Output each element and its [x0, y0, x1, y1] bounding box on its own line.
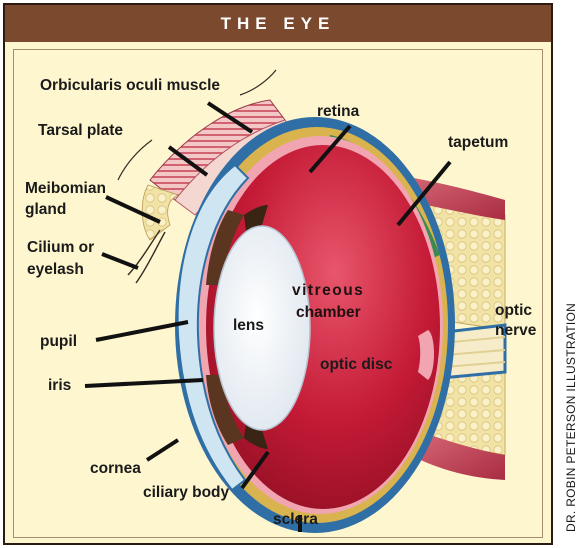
label-vitreous-line2: chamber: [296, 304, 361, 322]
leader-cilium: [102, 254, 138, 268]
leader-cornea: [147, 440, 178, 460]
label-meibomian-gland-line2: gland: [25, 201, 66, 219]
leader-pupil: [96, 322, 188, 340]
label-retina: retina: [317, 103, 359, 121]
label-tarsal-plate: Tarsal plate: [38, 122, 123, 140]
label-lens: lens: [233, 317, 264, 335]
label-optic-disc: optic disc: [320, 356, 392, 374]
label-cornea: cornea: [90, 460, 141, 478]
label-optic-nerve-line1: optic: [495, 302, 532, 320]
label-cilium-line2: eyelash: [27, 261, 84, 279]
label-iris: iris: [48, 377, 71, 395]
label-cilium-line1: Cilium or: [27, 239, 94, 257]
eyeball: [175, 117, 455, 533]
label-optic-nerve-line2: nerve: [495, 322, 536, 340]
illustration-credit: DR. ROBIN PETERSON ILLUSTRATION: [564, 303, 578, 532]
label-meibomian-gland-line1: Meibomian: [25, 180, 106, 198]
label-vitreous-line1: vitreous: [292, 282, 364, 300]
label-tapetum: tapetum: [448, 134, 508, 152]
label-pupil: pupil: [40, 333, 77, 351]
label-sclera: sclera: [273, 511, 318, 529]
label-orbicularis-oculi-muscle: Orbicularis oculi muscle: [40, 77, 220, 95]
label-ciliary-body: ciliary body: [143, 484, 229, 502]
